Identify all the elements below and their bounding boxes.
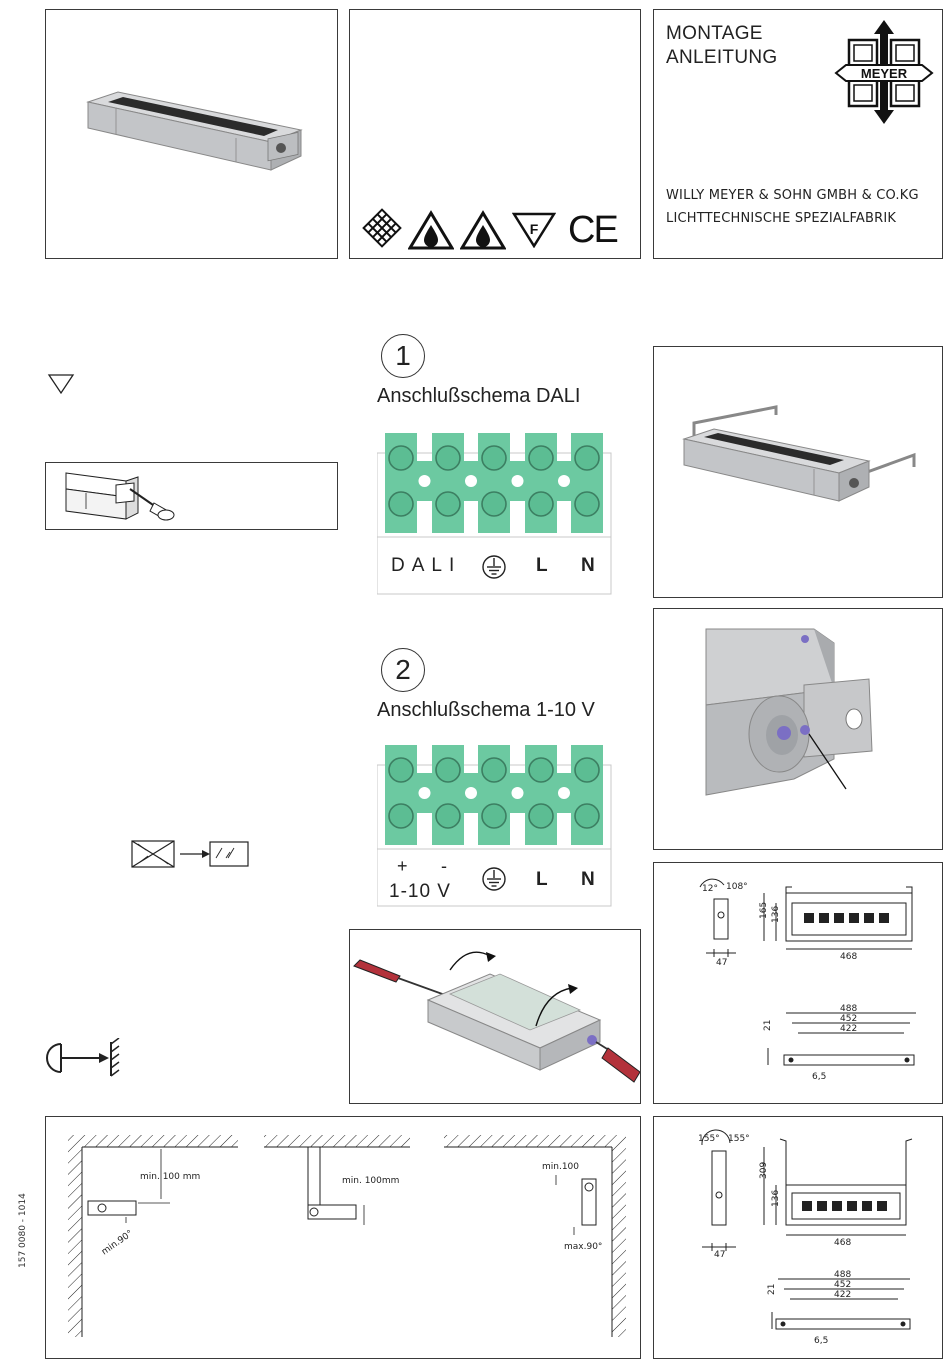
bracket-screw-detail-illustration xyxy=(705,628,873,796)
svg-text:min.100: min.100 xyxy=(542,1162,579,1172)
company-subtitle: LICHTTECHNISCHE SPEZIALFABRIK xyxy=(666,211,897,226)
mounting-distances-panel: min. 100 mm min.90° min. 100mm min.100 m… xyxy=(45,1116,641,1359)
svg-text:min.90°: min.90° xyxy=(100,1229,135,1258)
svg-text:21: 21 xyxy=(767,1284,777,1295)
drop-warning-icon xyxy=(460,210,506,250)
terminal-block-dali: DALI L N xyxy=(376,433,612,595)
svg-text:136: 136 xyxy=(771,906,781,923)
svg-text:21: 21 xyxy=(763,1020,773,1031)
svg-text:min. 100 mm: min. 100 mm xyxy=(140,1172,200,1182)
svg-text:47: 47 xyxy=(714,1250,725,1260)
dimensions-panel-b: 155° 155° 309 136 47 468 488 452 422 21 … xyxy=(653,1116,943,1359)
mounting-distances-diagram: min. 100 mm min.90° min. 100mm min.100 m… xyxy=(68,1135,626,1337)
svg-text:155°: 155° xyxy=(728,1134,750,1144)
label-l: L xyxy=(536,555,548,576)
label-l: L xyxy=(536,869,548,890)
svg-text:488: 488 xyxy=(840,1004,857,1014)
label-n: N xyxy=(581,555,595,576)
svg-text:min. 100mm: min. 100mm xyxy=(342,1176,399,1186)
label-voltage: 1-10 V xyxy=(389,881,451,902)
svg-text:422: 422 xyxy=(834,1290,851,1300)
schema-1-title: Anschlußschema DALI xyxy=(377,385,581,407)
step-number-1: 1 xyxy=(381,334,425,378)
svg-text:47: 47 xyxy=(716,958,727,968)
label-minus: - xyxy=(441,856,447,876)
schema-2-title: Anschlußschema 1-10 V xyxy=(377,699,595,721)
tool-panel xyxy=(45,462,338,530)
title-line-2: ANLEITUNG xyxy=(666,47,778,68)
luminaire-illustration xyxy=(86,91,303,171)
luminaire-bracket-illustration xyxy=(682,405,916,502)
svg-text:12°: 12° xyxy=(702,884,718,894)
label-plus: + xyxy=(397,856,408,876)
ground-icon xyxy=(482,867,506,891)
svg-text:452: 452 xyxy=(840,1014,857,1024)
ground-icon xyxy=(482,555,506,579)
svg-text:F: F xyxy=(530,221,539,237)
svg-text:MEYER: MEYER xyxy=(861,66,908,81)
svg-text:6,5: 6,5 xyxy=(812,1072,826,1082)
meyer-logo: MEYER xyxy=(834,20,934,124)
svg-text:165: 165 xyxy=(759,902,769,919)
company-name: WILLY MEYER & SOHN GMBH & CO.KG xyxy=(666,188,919,203)
triangle-down-icon xyxy=(47,374,75,395)
opening-cover-illustration xyxy=(353,951,640,1083)
terminal-block-1-10v: + - 1-10 V L N xyxy=(376,745,612,907)
svg-text:309: 309 xyxy=(759,1162,769,1179)
svg-text:108°: 108° xyxy=(726,882,748,892)
bracket-detail-panel xyxy=(653,608,943,850)
grid-diamond-icon xyxy=(362,208,402,248)
svg-text:6,5: 6,5 xyxy=(814,1336,828,1346)
svg-text:136: 136 xyxy=(771,1190,781,1207)
wall-mount-icon xyxy=(46,1038,120,1077)
label-n: N xyxy=(581,869,595,890)
svg-text:468: 468 xyxy=(834,1238,851,1248)
certification-panel: F CE xyxy=(349,9,641,259)
f-mark-icon: F xyxy=(512,212,556,248)
dimension-drawing-a: 12° 108° 165 136 47 468 488 452 422 21 6… xyxy=(699,878,916,1082)
svg-text:468: 468 xyxy=(840,952,857,962)
svg-text:422: 422 xyxy=(840,1024,857,1034)
flame-drop-warning-icon xyxy=(408,210,454,250)
svg-text:488: 488 xyxy=(834,1270,851,1280)
opening-instruction-panel xyxy=(349,929,641,1104)
svg-text:155°: 155° xyxy=(698,1134,720,1144)
glass-replace-icon xyxy=(131,840,249,868)
step-number-2: 2 xyxy=(381,648,425,692)
luminaire-with-screwdriver-illustration xyxy=(65,472,175,521)
document-number: 157 0080 - 1014 xyxy=(18,1193,28,1268)
svg-text:max.90°: max.90° xyxy=(564,1242,602,1252)
luminaire-bracket-panel xyxy=(653,346,943,598)
title-line-1: MONTAGE xyxy=(666,23,763,44)
svg-text:452: 452 xyxy=(834,1280,851,1290)
label-dali: DALI xyxy=(391,555,462,576)
header-panel: MONTAGE ANLEITUNG MEYER WILLY MEYER & SO… xyxy=(653,9,943,259)
dimensions-panel-a: 12° 108° 165 136 47 468 488 452 422 21 6… xyxy=(653,862,943,1104)
product-image-panel xyxy=(45,9,338,259)
dimension-drawing-b: 155° 155° 309 136 47 468 488 452 422 21 … xyxy=(698,1129,913,1346)
ce-mark-icon: CE xyxy=(568,209,619,251)
